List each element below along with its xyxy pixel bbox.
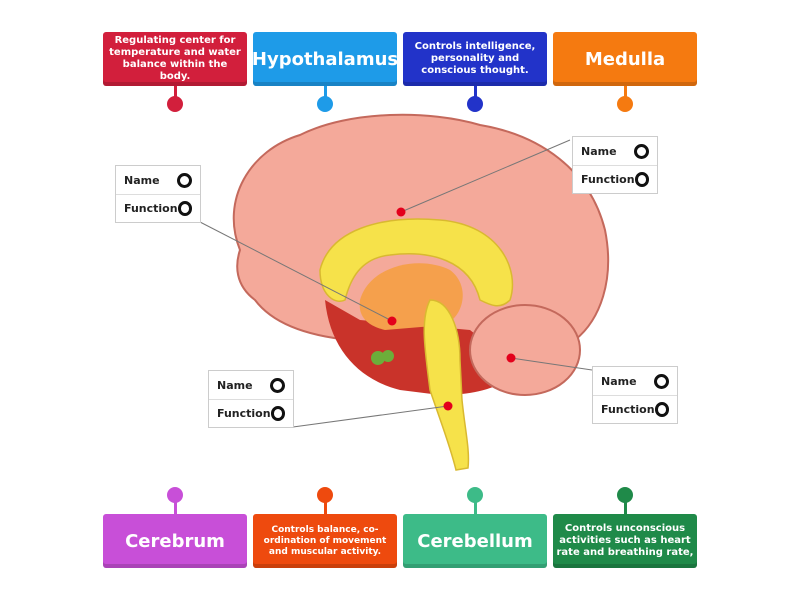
name-label: Name xyxy=(217,378,253,392)
tile-cerebrum[interactable]: Cerebrum xyxy=(103,514,247,568)
name-slot[interactable]: Name xyxy=(209,371,293,399)
drag-pin[interactable] xyxy=(617,487,633,503)
pin-stem xyxy=(474,86,477,100)
corpus-callosum xyxy=(319,218,514,307)
drop-target-icon[interactable] xyxy=(177,172,192,188)
pin-stem xyxy=(474,500,477,514)
label-box-top-right: Name Function xyxy=(572,136,658,194)
brainstem xyxy=(423,299,470,471)
name-label: Name xyxy=(581,144,617,158)
label-box-bottom-left: Name Function xyxy=(208,370,294,428)
pin-stem xyxy=(624,86,627,100)
marker-dot xyxy=(387,316,397,326)
pin-stem xyxy=(624,500,627,514)
drop-target-icon[interactable] xyxy=(270,406,285,421)
drop-target-icon[interactable] xyxy=(654,402,669,417)
name-slot[interactable]: Name xyxy=(116,166,200,194)
drop-target-icon[interactable] xyxy=(634,143,649,159)
drop-target-icon[interactable] xyxy=(654,373,669,389)
name-label: Name xyxy=(124,173,160,187)
pin-stem xyxy=(174,500,177,514)
tile-hypothalamus[interactable]: Hypothalamus xyxy=(252,32,398,86)
function-slot[interactable]: Function xyxy=(573,165,657,193)
pin-stem xyxy=(324,500,327,514)
label-box-right: Name Function xyxy=(592,366,678,424)
marker-dot xyxy=(506,353,516,363)
drag-pin[interactable] xyxy=(617,96,633,112)
function-label: Function xyxy=(601,403,655,416)
pin-stem xyxy=(324,86,327,100)
name-slot[interactable]: Name xyxy=(573,137,657,165)
tile-intelligence[interactable]: Controls intelligence, personality and c… xyxy=(403,32,547,86)
name-slot[interactable]: Name xyxy=(593,367,677,395)
drop-target-icon[interactable] xyxy=(634,172,649,187)
function-label: Function xyxy=(124,202,178,215)
marker-dot xyxy=(396,207,406,217)
function-label: Function xyxy=(217,407,271,420)
function-slot[interactable]: Function xyxy=(593,395,677,423)
drag-pin[interactable] xyxy=(467,487,483,503)
pin-stem xyxy=(174,86,177,100)
drag-pin[interactable] xyxy=(317,96,333,112)
name-label: Name xyxy=(601,374,637,388)
tile-cerebellum[interactable]: Cerebellum xyxy=(403,514,547,568)
tile-balance[interactable]: Controls balance, co-ordination of movem… xyxy=(253,514,397,568)
function-slot[interactable]: Function xyxy=(116,194,200,222)
function-slot[interactable]: Function xyxy=(209,399,293,427)
tile-temperature-regulation[interactable]: Regulating center for temperature and wa… xyxy=(103,32,247,86)
drag-pin[interactable] xyxy=(167,487,183,503)
drag-pin[interactable] xyxy=(317,487,333,503)
tile-medulla[interactable]: Medulla xyxy=(553,32,697,86)
tile-unconscious-activities[interactable]: Controls unconscious activities such as … xyxy=(553,514,697,568)
cerebellum-shape xyxy=(469,304,581,396)
drag-pin[interactable] xyxy=(467,96,483,112)
drag-pin[interactable] xyxy=(167,96,183,112)
function-label: Function xyxy=(581,173,635,186)
drop-target-icon[interactable] xyxy=(177,201,192,216)
marker-dot xyxy=(443,401,453,411)
label-box-left: Name Function xyxy=(115,165,201,223)
drop-target-icon[interactable] xyxy=(270,377,285,393)
